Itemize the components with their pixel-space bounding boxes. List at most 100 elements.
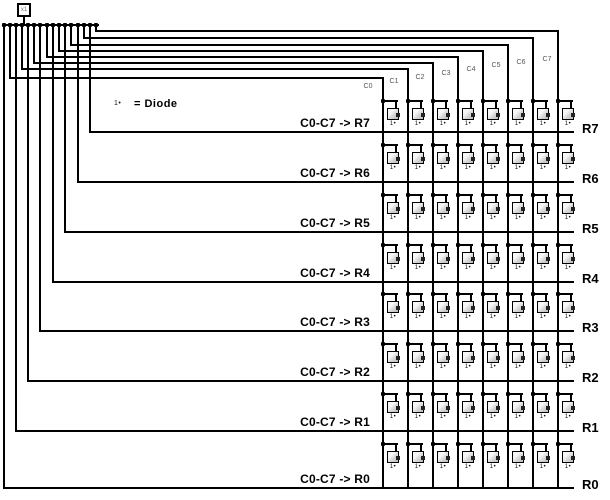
diode-hook-v [545, 194, 547, 204]
row-line [27, 380, 574, 382]
diode-pin [496, 456, 500, 460]
diode-pin [396, 157, 400, 161]
column-line [407, 68, 409, 489]
column-wire-vertical [70, 24, 72, 46]
diode-pin [421, 306, 425, 310]
diode-icon [562, 252, 575, 264]
diode-hook-h [482, 393, 498, 395]
column-wire-vertical [21, 24, 23, 70]
diode-hook-h [532, 343, 548, 345]
diode-hook-h [532, 144, 548, 146]
bus-line [2, 24, 99, 26]
diode-label: 1• [464, 314, 472, 320]
diode-icon [562, 108, 575, 120]
diode-hook-h [382, 144, 398, 146]
diode-hook-v [495, 194, 497, 204]
diode-icon [387, 451, 400, 463]
diode-icon [487, 401, 500, 413]
diode-hook-h [407, 443, 423, 445]
diode-hook-v [470, 100, 472, 110]
column-line [482, 50, 484, 489]
diode-pin [571, 207, 575, 211]
diode-icon [387, 252, 400, 264]
diode-hook-v [395, 244, 397, 254]
diode-icon [562, 301, 575, 313]
diode-label: 1• [464, 414, 472, 420]
diode-hook-h [482, 144, 498, 146]
diode-hook-v [395, 293, 397, 303]
diode-hook-h [432, 393, 448, 395]
diode-icon [462, 108, 475, 120]
diode-icon [537, 108, 550, 120]
diode-icon [412, 152, 425, 164]
diode-pin [571, 113, 575, 117]
diode-label: 1• [489, 215, 497, 221]
diode-pin [496, 157, 500, 161]
column-feed-line [21, 68, 409, 70]
diode-icon [387, 301, 400, 313]
row-right-label: R5 [582, 221, 599, 236]
diode-pin [471, 356, 475, 360]
diode-hook-v [445, 443, 447, 453]
diode-hook-h [457, 144, 473, 146]
diode-label: 1• [464, 364, 472, 370]
diode-pin [521, 456, 525, 460]
diode-hook-h [557, 194, 573, 196]
diode-hook-v [570, 343, 572, 353]
diode-pin [521, 157, 525, 161]
diode-label: 1• [389, 265, 397, 271]
diode-label: 1• [489, 314, 497, 320]
row-line [77, 181, 574, 183]
diode-pin [471, 456, 475, 460]
diode-hook-v [445, 144, 447, 154]
column-line [432, 62, 434, 489]
row-wire-vertical [52, 24, 54, 283]
diode-hook-v [545, 293, 547, 303]
diode-icon [537, 152, 550, 164]
column-wire-vertical [58, 24, 60, 52]
diode-label: 1• [389, 215, 397, 221]
diode-pin [421, 456, 425, 460]
diode-hook-v [520, 194, 522, 204]
diode-label: 1• [539, 314, 547, 320]
diode-icon [437, 351, 450, 363]
diode-pin [421, 157, 425, 161]
diode-label: 1• [414, 414, 422, 420]
row-left-label: C0-C7 -> R2 [300, 365, 370, 379]
diode-icon [462, 401, 475, 413]
diode-pin [571, 157, 575, 161]
diode-icon [462, 202, 475, 214]
diode-pin [546, 306, 550, 310]
diode-hook-v [545, 443, 547, 453]
connector-x1: x1 [17, 3, 31, 17]
diode-hook-h [382, 393, 398, 395]
diode-hook-h [507, 293, 523, 295]
diode-hook-v [445, 343, 447, 353]
diode-icon [462, 451, 475, 463]
diode-hook-h [382, 194, 398, 196]
diode-hook-h [457, 244, 473, 246]
diode-label: 1• [439, 314, 447, 320]
diode-icon [437, 152, 450, 164]
diode-label: 1• [564, 121, 572, 127]
row-right-label: R0 [582, 477, 599, 492]
diode-pin [521, 306, 525, 310]
diode-hook-h [557, 293, 573, 295]
diode-label: 1• [489, 265, 497, 271]
diode-hook-h [507, 343, 523, 345]
diode-hook-h [482, 194, 498, 196]
column-label: C1 [389, 78, 399, 85]
diode-icon [487, 351, 500, 363]
diode-pin [546, 207, 550, 211]
diode-hook-h [432, 100, 448, 102]
diode-hook-h [532, 443, 548, 445]
diode-pin [521, 356, 525, 360]
diode-hook-v [420, 144, 422, 154]
diode-pin [496, 406, 500, 410]
diode-icon [512, 351, 525, 363]
diode-icon [487, 451, 500, 463]
diode-label: 1• [489, 464, 497, 470]
diode-label: 1• [389, 464, 397, 470]
diode-pin [446, 207, 450, 211]
diode-icon [437, 252, 450, 264]
